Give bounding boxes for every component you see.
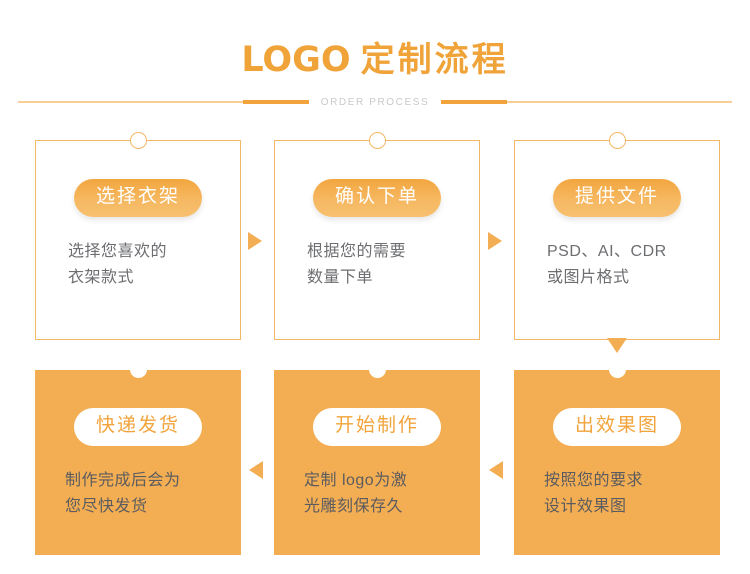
step-badge-2: 确认下单 — [312, 179, 442, 217]
title-divider: ORDER PROCESS — [0, 93, 750, 111]
arrow-right-icon — [488, 232, 502, 250]
flow-step-card-1[interactable]: 选择衣架 选择您喜欢的 衣架款式 — [35, 131, 241, 340]
step-description-1: 选择您喜欢的 衣架款式 — [68, 243, 168, 286]
step-description-6: 制作完成后会为 您尽快发货 — [65, 472, 181, 515]
divider-rule-right-thin — [507, 101, 733, 103]
divider-rule-left-thin — [17, 101, 243, 103]
flow-step-card-3[interactable]: 提供文件 PSD、AI、CDR 或图片格式 — [514, 131, 720, 340]
circle-notch-icon — [129, 361, 147, 378]
page-subtitle: ORDER PROCESS — [320, 96, 430, 108]
step-badge-3: 提供文件 — [552, 179, 682, 217]
circle-notch-icon — [368, 361, 386, 378]
circle-notch-icon — [608, 361, 626, 378]
flow-step-card-4[interactable]: 出效果图 按照您的要求 设计效果图 — [514, 361, 720, 555]
step-badge-1: 选择衣架 — [73, 179, 203, 217]
circle-notch-icon — [129, 131, 147, 149]
step-description-2: 根据您的需要 数量下单 — [307, 243, 407, 286]
step-description-3: PSD、AI、CDR 或图片格式 — [547, 243, 667, 286]
flow-row-bottom: 快递发货 制作完成后会为 您尽快发货 开始制作 定制 logo为激 光雕刻保存久… — [0, 361, 750, 555]
divider-rule-right-thick — [441, 100, 508, 104]
divider-rule-left-thick — [242, 100, 309, 104]
flow-row-top: 选择衣架 选择您喜欢的 衣架款式 确认下单 根据您的需要 数量下单 提供文件 P… — [0, 131, 750, 340]
step-badge-4: 出效果图 — [552, 408, 682, 446]
arrow-left-icon — [489, 461, 503, 479]
flow-step-card-2[interactable]: 确认下单 根据您的需要 数量下单 — [274, 131, 480, 340]
step-description-4: 按照您的要求 设计效果图 — [544, 472, 644, 515]
circle-notch-icon — [608, 131, 626, 149]
title-logo-text: LOGO — [241, 40, 351, 80]
circle-notch-icon — [368, 131, 386, 149]
arrow-right-icon — [248, 232, 262, 250]
arrow-left-icon — [249, 461, 263, 479]
step-badge-6: 快递发货 — [73, 408, 203, 446]
step-badge-5: 开始制作 — [312, 408, 442, 446]
flow-step-card-5[interactable]: 开始制作 定制 logo为激 光雕刻保存久 — [274, 361, 480, 555]
flow-step-card-6[interactable]: 快递发货 制作完成后会为 您尽快发货 — [35, 361, 241, 555]
step-description-5: 定制 logo为激 光雕刻保存久 — [304, 472, 408, 515]
arrow-down-icon — [607, 338, 627, 353]
title-chinese-text: 定制流程 — [360, 41, 509, 79]
